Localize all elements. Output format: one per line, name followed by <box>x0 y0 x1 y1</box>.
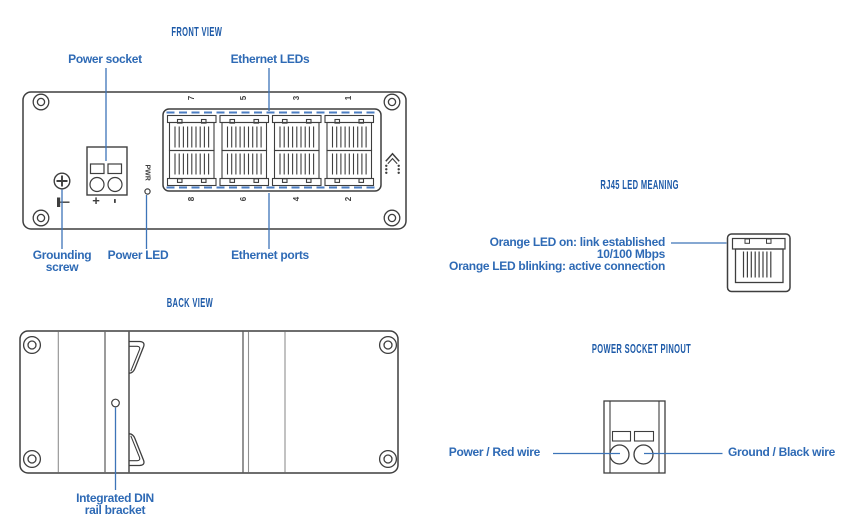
ethernet-ports-label: Ethernet ports <box>231 248 309 262</box>
pinout-socket-drawing <box>603 400 666 474</box>
port-number-7: 7 <box>186 95 196 101</box>
rj45-port-icon <box>219 149 270 187</box>
power-red-wire-label: Power / Red wire <box>448 445 541 459</box>
rj45-led-meaning-title: RJ45 LED MEANING <box>600 177 680 192</box>
rj45-line-2: 10/100 Mbps <box>596 247 665 262</box>
din-bracket-hole <box>111 398 120 408</box>
din-rail-hooks <box>128 340 145 467</box>
port-number-6: 6 <box>239 196 249 202</box>
ethernet-ports-drawing <box>166 114 375 187</box>
rj45-port-icon <box>166 114 217 152</box>
power-led-icon <box>144 188 151 195</box>
rj45-port-icon <box>271 149 322 187</box>
port-number-1: 1 <box>344 95 354 101</box>
power-socket-drawing <box>86 146 128 196</box>
rj45-port-icon <box>166 149 217 187</box>
screw-icon <box>32 93 50 111</box>
rj45-line-3: Orange LED blinking: active connection <box>449 259 665 274</box>
screw-icon <box>378 449 398 469</box>
front-panel-outline <box>22 91 407 230</box>
rj45-port-icon <box>271 114 322 152</box>
front-view-title: FRONT VIEW <box>171 24 223 39</box>
power-minus-marking: - <box>107 198 124 204</box>
corner-screws <box>22 93 401 469</box>
back-panel-outline <box>19 330 399 474</box>
port-number-2: 2 <box>344 196 354 202</box>
power-led-label: Power LED <box>107 248 169 262</box>
power-socket-pinout-title: POWER SOCKET PINOUT <box>591 341 692 356</box>
front-panel-drawing <box>22 91 407 230</box>
rj45-line-1: Orange LED on: link established <box>489 235 666 249</box>
screw-icon <box>378 335 398 355</box>
rj45-port-icon <box>219 114 270 152</box>
back-view-title: BACK VIEW <box>166 295 214 310</box>
ethernet-leds-label: Ethernet LEDs <box>230 52 310 66</box>
grounding-screw-label: Grounding screw <box>32 248 92 275</box>
ground-black-wire-label: Ground / Black wire <box>728 445 835 459</box>
screw-icon <box>32 209 50 227</box>
screw-icon <box>383 93 401 111</box>
grounding-screw-icon <box>53 172 71 190</box>
rj45-port-icon <box>324 149 375 187</box>
rj45-led-meaning-text: Orange LED on: link established 10/100 M… <box>420 236 665 273</box>
ports-block-outline <box>162 108 382 192</box>
ground-symbol-icon <box>57 197 70 207</box>
din-bracket-label: Integrated DIN rail bracket <box>76 491 154 518</box>
rj45-port-icon <box>324 114 375 152</box>
pinout-power-pin <box>609 444 630 465</box>
port-number-5: 5 <box>239 95 249 101</box>
leader-lines <box>61 68 727 490</box>
port-number-4: 4 <box>291 196 301 202</box>
power-plus-marking: + <box>92 193 100 208</box>
power-socket-label: Power socket <box>68 52 142 66</box>
brand-crown-logo-icon <box>385 152 400 174</box>
screw-icon <box>22 449 42 469</box>
port-number-8: 8 <box>186 196 196 202</box>
pwr-label: PWR <box>143 164 151 181</box>
back-panel-drawing <box>19 330 399 474</box>
pinout-ground-pin <box>633 444 654 465</box>
screw-icon <box>383 209 401 227</box>
rj45-port-drawing <box>726 233 791 293</box>
port-number-3: 3 <box>291 95 301 101</box>
screw-icon <box>22 335 42 355</box>
